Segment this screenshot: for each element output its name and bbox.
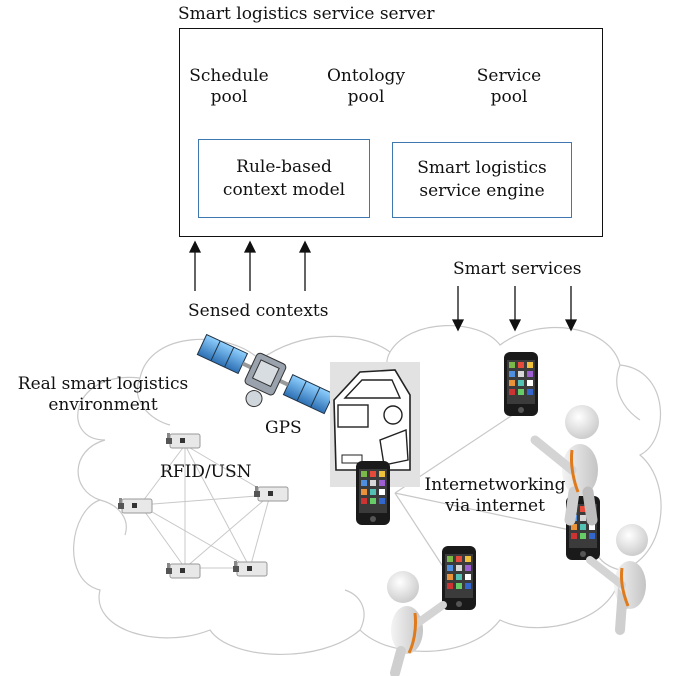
service-pool-line2: pool (490, 87, 528, 107)
engine-box-line2: service engine (419, 181, 545, 201)
rfid-usn-label: RFID/USN (160, 462, 252, 482)
arrow-down-icon (451, 286, 578, 332)
engine-box-line1: Smart logistics (417, 158, 547, 178)
person-icon (387, 405, 648, 676)
schedule-pool-label: Schedule pool (183, 66, 275, 108)
rule-box-line1: Rule-based (236, 156, 332, 177)
gps-label: GPS (265, 418, 302, 438)
internetworking-label: Internetworking via internet (420, 475, 570, 517)
ontology-pool-line1: Ontology (326, 66, 406, 86)
ontology-pool-label: Ontology pool (320, 66, 412, 108)
internetworking-line1: Internetworking (424, 475, 566, 495)
internetworking-line2: via internet (445, 496, 545, 516)
truck-driver-icon (330, 362, 420, 487)
satellite-icon (196, 333, 335, 415)
rfid-mesh-lines (139, 444, 271, 569)
environment-line2: environment (48, 395, 158, 415)
service-engine-box: Smart logistics service engine (392, 142, 572, 218)
rule-box-line2: context model (222, 179, 346, 200)
smart-services-label: Smart services (453, 259, 582, 279)
server-title: Smart logistics service server (178, 4, 435, 24)
service-pool-line1: Service (476, 66, 542, 86)
cctv-camera-icon (117, 432, 289, 579)
rule-based-context-model-box: Rule-based context model (198, 139, 370, 218)
service-pool-label: Service pool (463, 66, 555, 108)
environment-label: Real smart logistics environment (8, 374, 198, 416)
sensed-contexts-label: Sensed contexts (188, 301, 329, 321)
schedule-pool-line1: Schedule (189, 66, 269, 86)
arrow-up-icon (188, 240, 312, 291)
environment-line1: Real smart logistics (17, 374, 189, 394)
ontology-pool-line2: pool (347, 87, 385, 107)
schedule-pool-line2: pool (210, 87, 248, 107)
